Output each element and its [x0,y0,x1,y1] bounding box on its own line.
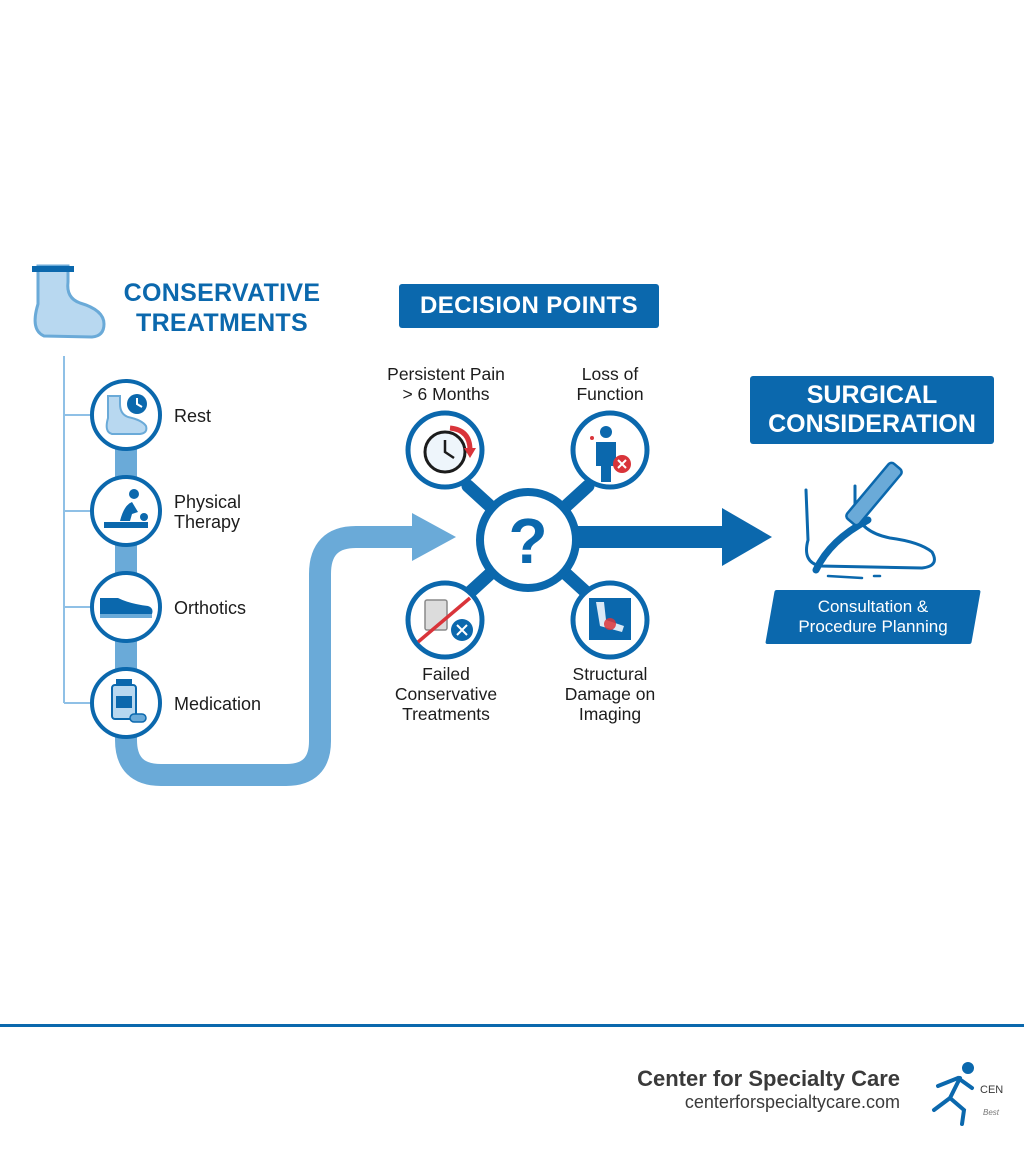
foot-icon [32,264,106,339]
decision-icon-failed [405,580,485,660]
logo-text: CEN [980,1084,1004,1096]
logo-tagline: Best [983,1108,1000,1117]
tree-connector [63,356,90,704]
decision-icon-xray [570,580,650,660]
surgical-consideration-banner: SURGICAL CONSIDERATION [750,376,994,444]
consultation-text: Consultation & Procedure Planning [798,597,948,636]
flow-path [115,440,456,786]
consultation-box: Consultation & Procedure Planning [765,590,981,644]
treatment-icon-orthotics [90,571,162,643]
decision-label-failed-conservative: Failed Conservative Treatments [394,664,498,724]
treatment-label-physical-therapy: Physical Therapy [174,492,242,532]
decision-label-persistent-pain: Persistent Pain > 6 Months [387,364,505,404]
scalpel-foot-icon [804,461,936,580]
decision-icon-clock [405,410,485,490]
treatment-icon-physical-therapy [90,475,162,547]
decision-hub [476,488,580,592]
treatment-label-orthotics: Orthotics [174,598,247,618]
brand-name: Center for Specialty Care [637,1066,900,1091]
treatment-label-rest: Rest [174,406,212,426]
decision-label-structural-damage: Structural Damage on Imaging [564,664,656,724]
conservative-title-line1: CONSERVATIVE [123,279,321,307]
conservative-title-line2: TREATMENTS [136,309,308,337]
treatment-label-medication: Medication [174,694,262,714]
conservative-title: CONSERVATIVE TREATMENTS [112,278,332,338]
decision-points-banner: DECISION POINTS [399,284,659,328]
logo-figure-icon [932,1062,974,1126]
decision-label-loss-of-function: Loss of Function [576,364,644,404]
treatment-icon-rest [90,379,162,451]
surgical-arrow [576,508,772,566]
brand-url: centerforspecialtycare.com [684,1092,900,1112]
decision-icon-person [570,410,650,490]
footer-divider [0,1024,1024,1027]
treatment-icon-medication [90,667,162,739]
question-mark: ? [508,505,548,577]
